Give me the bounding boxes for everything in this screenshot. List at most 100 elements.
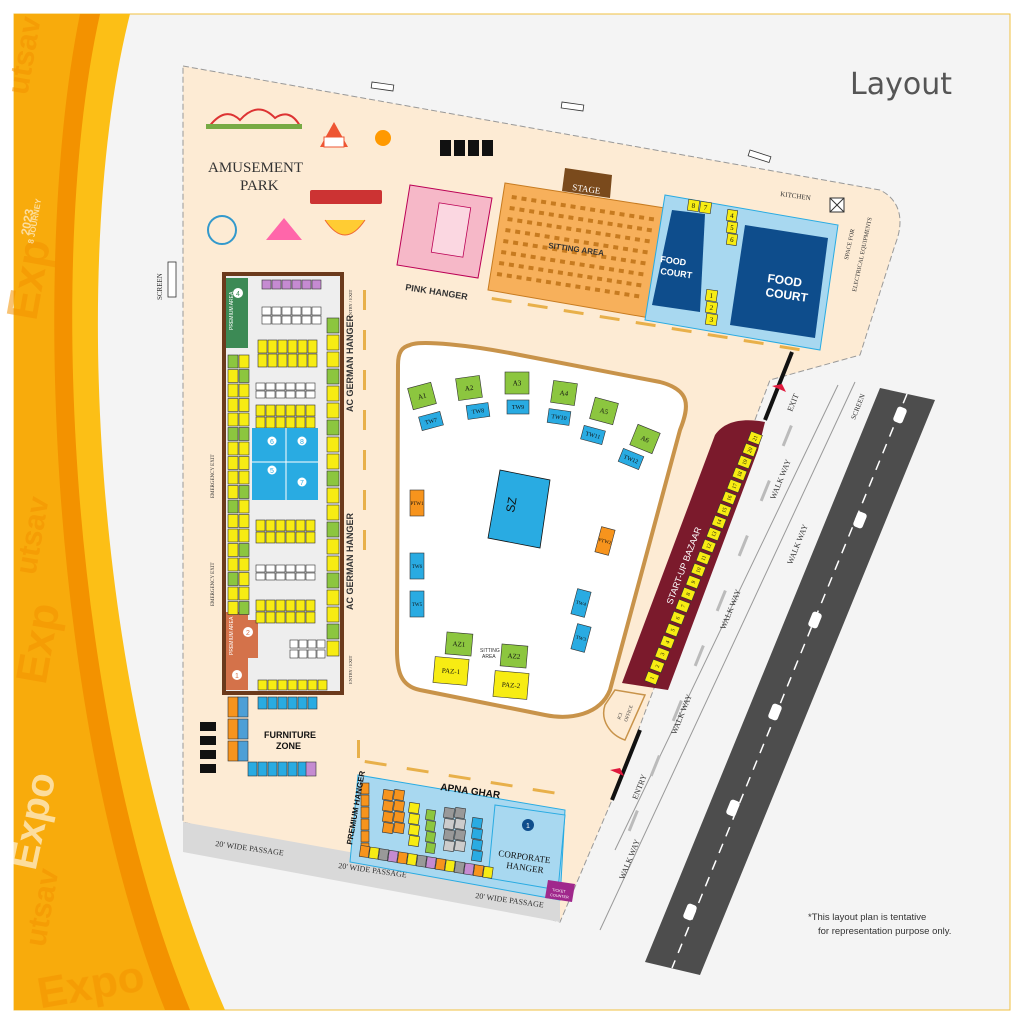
stall xyxy=(295,390,306,399)
stall xyxy=(295,599,306,612)
stall xyxy=(238,470,250,485)
stall xyxy=(257,353,268,368)
furniture-stall xyxy=(267,761,278,777)
seat xyxy=(636,282,642,288)
premium-area-1 xyxy=(226,612,248,690)
premium-area-number-2: 2 xyxy=(246,630,250,637)
stall-label: 4 xyxy=(665,640,672,645)
arena-tw-stall: TW9 xyxy=(506,399,530,415)
entry-exit-label-2: ENTRY / EXIT xyxy=(348,655,353,684)
stall xyxy=(255,572,266,581)
premium-center-block xyxy=(252,428,318,500)
seat xyxy=(584,285,591,291)
stall xyxy=(285,390,296,399)
arena-sitting-label: SITTING xyxy=(480,648,500,654)
seat xyxy=(624,292,630,297)
stall xyxy=(326,317,340,334)
stall-label: 5 xyxy=(670,628,677,633)
stall xyxy=(238,572,250,586)
seat xyxy=(626,224,633,230)
seat xyxy=(593,241,599,247)
seat xyxy=(597,219,604,225)
seat xyxy=(563,237,570,242)
food-court-right-label-2: COURT xyxy=(765,285,810,305)
stall xyxy=(326,538,340,555)
seat xyxy=(536,221,543,227)
seat xyxy=(567,271,573,277)
seat xyxy=(589,263,595,269)
stall xyxy=(326,589,340,606)
food-stall: 6 xyxy=(725,233,739,246)
premium-center-numbers: 6 8 5 7 xyxy=(267,436,307,487)
stall xyxy=(295,572,306,581)
premium-hanger-stall xyxy=(408,824,420,836)
seat xyxy=(496,272,503,277)
stall xyxy=(326,368,340,385)
car-icon xyxy=(808,611,822,629)
seat xyxy=(528,209,535,214)
seat xyxy=(591,252,597,258)
food-court-left-label-2: COURT xyxy=(660,266,694,280)
apna-ghar-stall xyxy=(471,828,483,840)
stall xyxy=(305,599,316,612)
seat xyxy=(587,274,593,280)
screen-left-label: SCREEN xyxy=(156,273,164,300)
stall xyxy=(271,306,282,316)
stall xyxy=(275,382,286,391)
stall xyxy=(238,543,250,557)
stall xyxy=(326,436,340,453)
apna-ghar-stall xyxy=(425,842,436,854)
stall-label: 1 xyxy=(709,292,714,300)
stall-label: PTW2 xyxy=(598,538,612,546)
premium-hanger-stall xyxy=(382,789,394,801)
stall-label: A1 xyxy=(417,391,428,401)
premium-number-6: 6 xyxy=(270,439,274,446)
seat xyxy=(607,221,613,227)
arena-tw-stall: TW3 xyxy=(570,623,592,653)
south-stall xyxy=(453,861,466,874)
stall xyxy=(285,382,296,391)
apna-ghar-stall xyxy=(443,818,455,830)
premium-hanger-stall xyxy=(382,811,394,823)
food-court-left-label: FOOD xyxy=(660,254,688,268)
stall-label: TW8 xyxy=(472,408,485,416)
stall xyxy=(305,572,316,581)
stall xyxy=(275,390,286,399)
furniture-stall xyxy=(257,696,268,710)
car-icon xyxy=(893,406,907,424)
stall xyxy=(305,382,316,391)
premium-number-7: 7 xyxy=(300,480,304,487)
stall-label: TW11 xyxy=(585,431,601,441)
seat xyxy=(614,290,620,296)
seat xyxy=(548,212,555,217)
seat xyxy=(540,256,546,261)
stall xyxy=(317,679,328,691)
seat xyxy=(507,217,513,222)
south-stall xyxy=(358,845,371,858)
apna-ghar-stall xyxy=(454,840,466,852)
emergency-exit-label-2: EMERGENCY EXIT xyxy=(211,562,216,606)
stall xyxy=(326,402,340,419)
seat xyxy=(544,234,550,239)
stall xyxy=(255,599,266,612)
stall xyxy=(281,306,292,316)
seat xyxy=(569,260,576,266)
seat xyxy=(508,262,515,268)
arena-stall: A6 xyxy=(629,423,661,455)
seat xyxy=(528,265,534,271)
stall xyxy=(275,572,286,581)
stall xyxy=(326,606,340,623)
stall xyxy=(227,427,239,441)
seat xyxy=(518,264,524,269)
stall xyxy=(238,586,250,601)
central-arena: A1A2A3A4A5A6TW7TW8TW9TW10TW11TW12PTW1PTW… xyxy=(394,341,688,719)
stall xyxy=(301,306,312,316)
seat xyxy=(547,268,554,274)
seat xyxy=(565,282,571,288)
premium-hanger-stall xyxy=(393,800,405,812)
seat xyxy=(522,242,529,247)
corporate-hanger-number: 1 xyxy=(526,823,530,830)
furniture-stall xyxy=(277,696,288,710)
seat xyxy=(575,284,581,290)
